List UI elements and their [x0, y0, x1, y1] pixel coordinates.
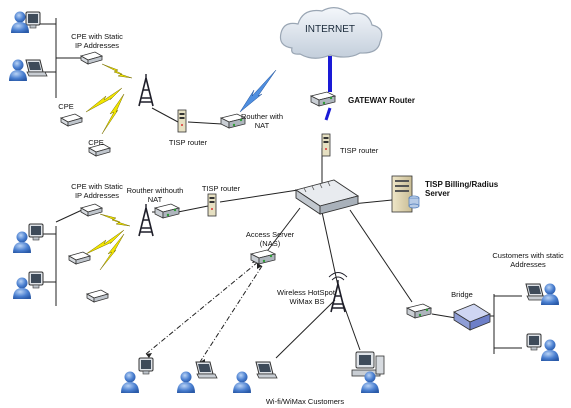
antenna-tower-icon [138, 73, 154, 107]
cpe-static-mid-label: CPE with Static IP Addresses [71, 182, 123, 200]
gateway-router-icon [310, 91, 336, 107]
tisp-router-tower-icon [207, 193, 217, 217]
router-nat-label: Routher with NAT [240, 112, 284, 130]
user-icon [9, 11, 48, 81]
cpe-icon [406, 303, 432, 319]
user-icon [121, 357, 278, 393]
internet-label: INTERNET [305, 24, 355, 35]
router-without-nat-label: Routher withouth NAT [126, 186, 184, 204]
user-icon [13, 223, 44, 299]
billing-server-label: TISP Billing/Radius Server [425, 180, 499, 198]
customers-static-label: Customers with static Addresses [492, 251, 564, 269]
antenna-tower-icon [138, 203, 154, 237]
central-switch-icon [294, 179, 360, 215]
user-icon [525, 283, 559, 361]
tisp-router-label: TISP router [201, 184, 241, 193]
wifi-customers-label: Wi-fi/WiMax Customers [265, 397, 345, 406]
tisp-router-label: TISP router [340, 146, 379, 155]
billing-server-icon [391, 175, 420, 213]
cpe-a-label: CPE [58, 102, 74, 111]
wireless-hotspot-label: Wireless HotSpot/ WiMax BS [276, 288, 338, 306]
cpe-static-top-label: CPE with Static IP Addresses [71, 32, 123, 50]
cpe-b-label: CPE [88, 138, 104, 147]
wireless-bolts [85, 63, 277, 271]
bridge-icon [453, 303, 491, 331]
router-without-nat-icon [154, 203, 180, 219]
wireless-hotspot-icon [328, 272, 348, 313]
gateway-router-label: GATEWAY Router [348, 96, 415, 105]
access-server-icon [250, 249, 276, 265]
bridge-label: Bridge [451, 290, 473, 299]
access-server-label: Access Server (NAS) [245, 230, 295, 248]
dashed-links [145, 261, 263, 363]
desktop-pc-icon [351, 351, 385, 393]
internet-cloud [279, 7, 383, 59]
tisp-router-label: TISP router [168, 138, 208, 147]
tisp-router-tower-icon [177, 109, 187, 133]
tisp-router-tower-icon [321, 133, 331, 157]
